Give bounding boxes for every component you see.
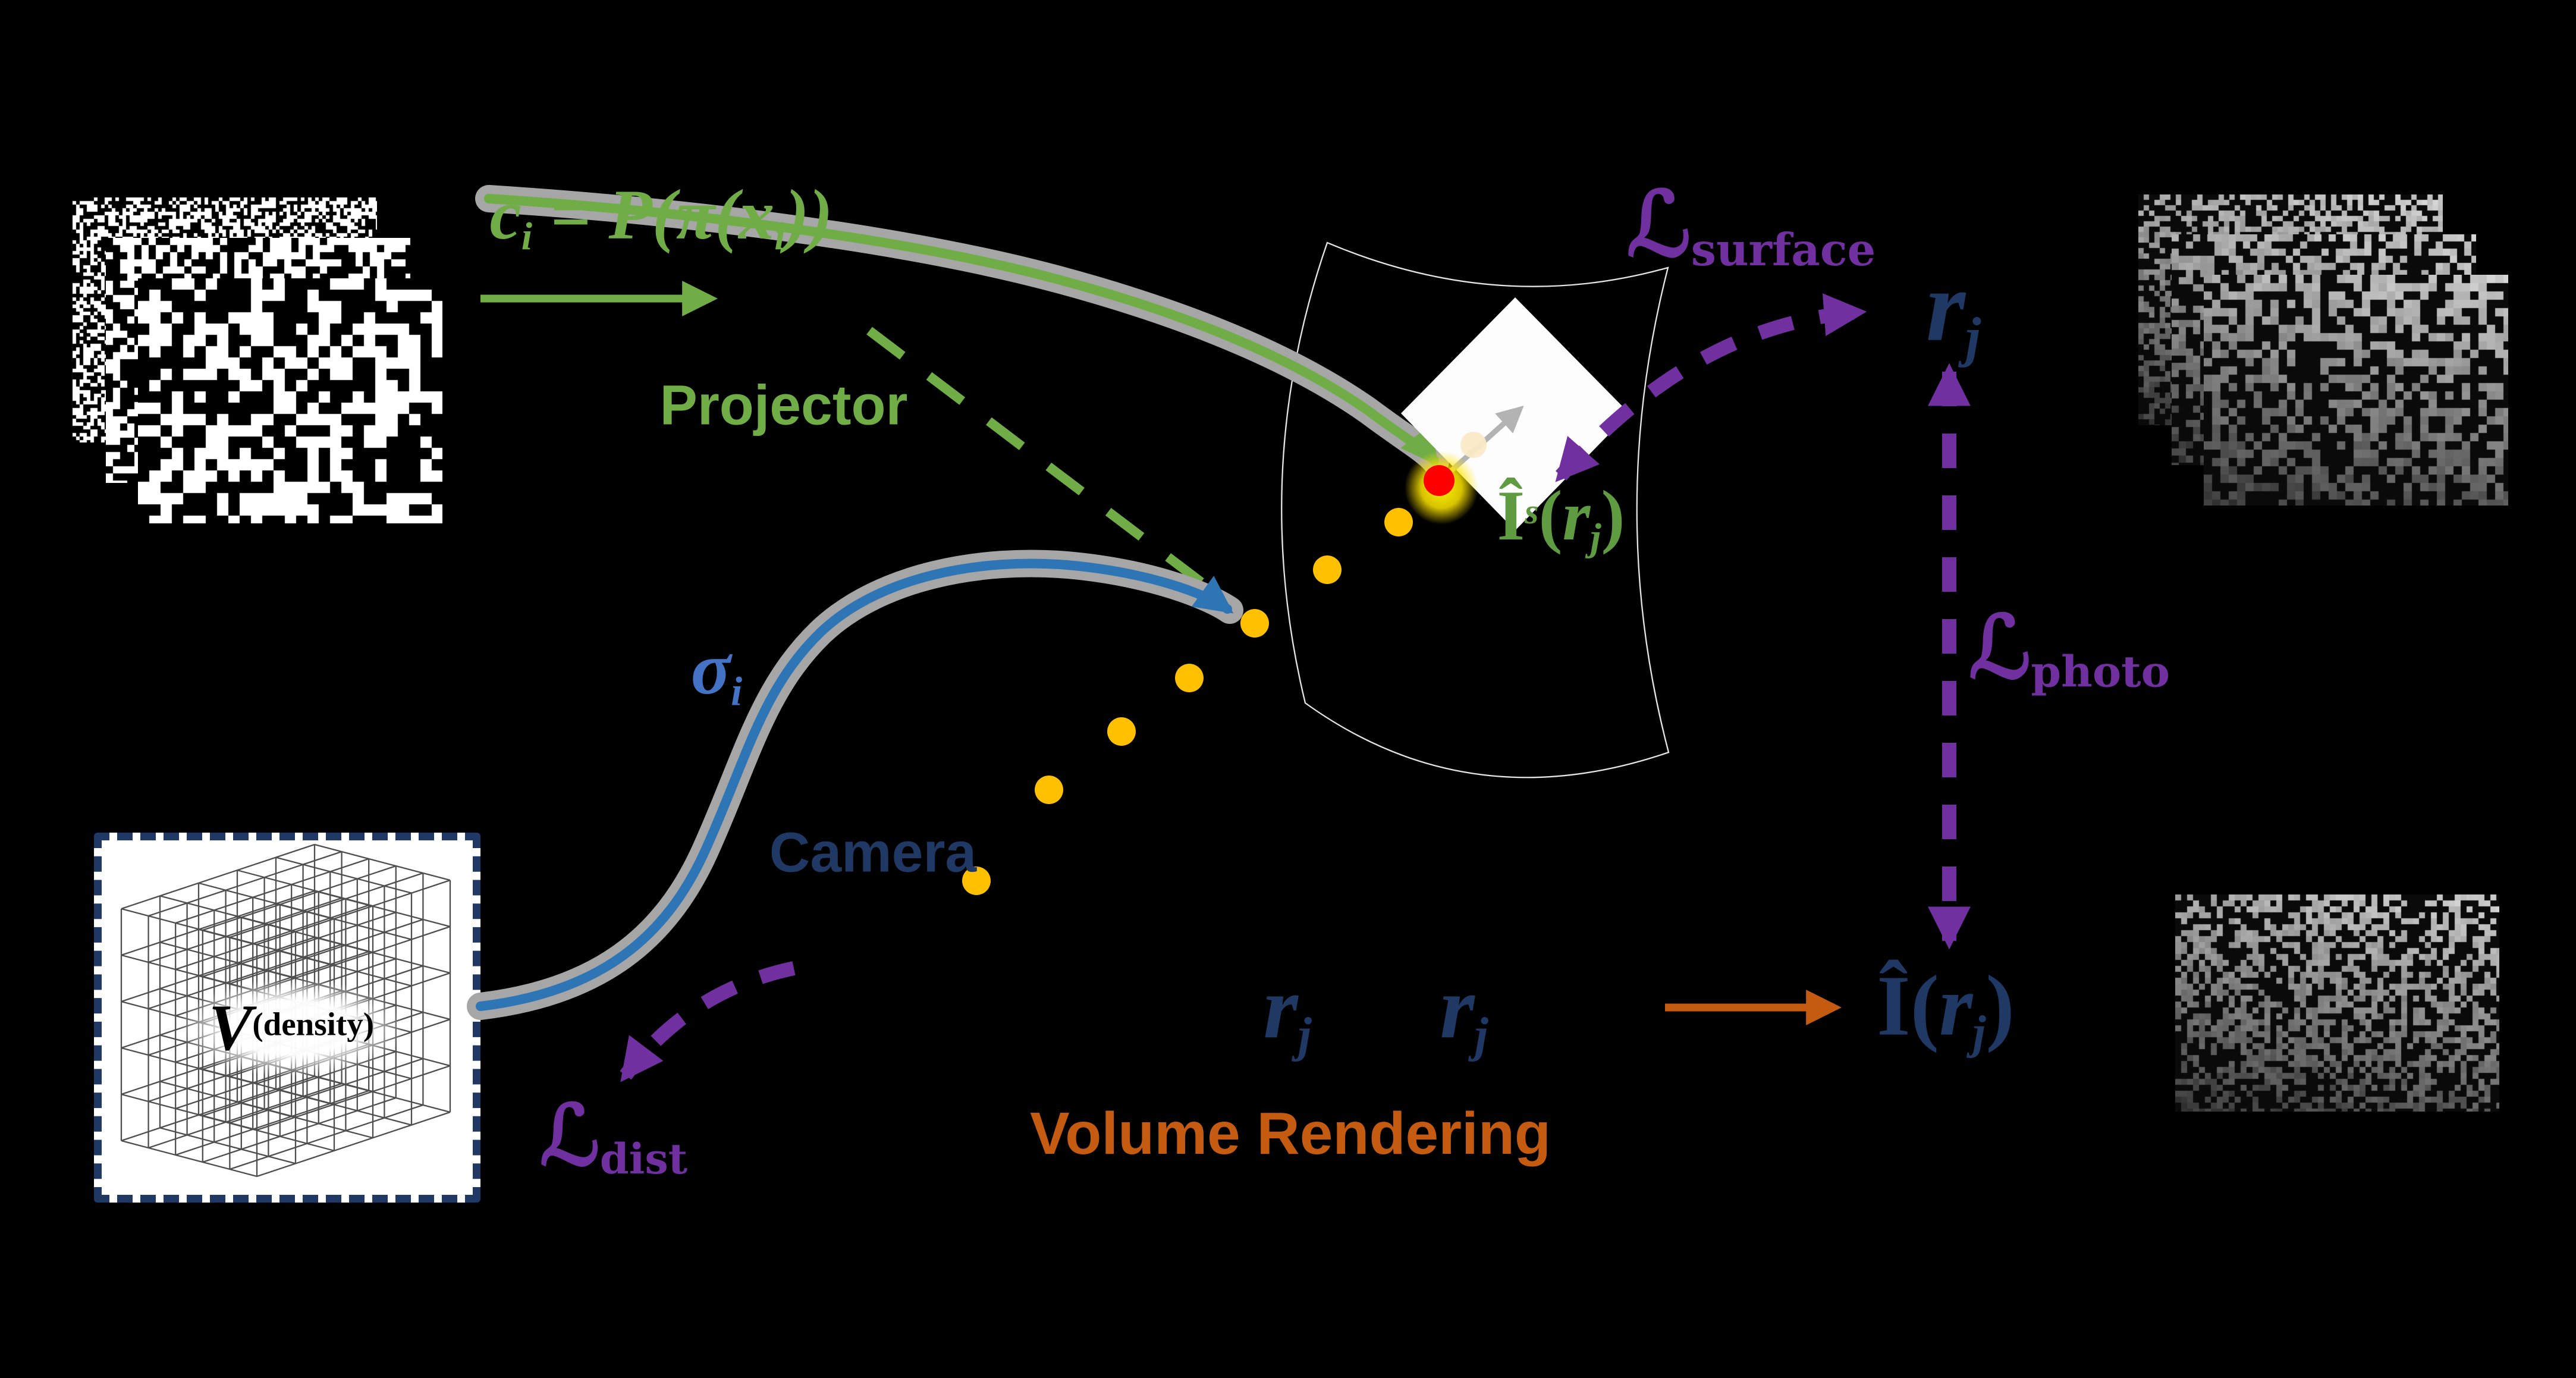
- density-volume-label: V(density): [177, 978, 406, 1077]
- ray-top-label: rj: [1925, 250, 1981, 368]
- camera-label: Camera: [769, 821, 977, 884]
- rendered-image: [2175, 894, 2499, 1112]
- loss-dist-arrow: [620, 961, 796, 1082]
- loss-photo-label: ℒphoto: [1968, 597, 2170, 698]
- projector-dashed-line: [866, 327, 1243, 616]
- projector-ray-core: [484, 194, 1439, 467]
- projector-label: Projector: [659, 373, 908, 437]
- volume-rendering-label: Volume Rendering: [1029, 1100, 1551, 1167]
- eq-arg: x: [739, 174, 775, 254]
- ray-sample-label-2: rj: [1440, 958, 1488, 1062]
- eq-lhs: c: [489, 174, 522, 254]
- sigma-label: σi: [690, 628, 743, 714]
- camera-ray-tube: [467, 550, 1243, 1020]
- loss-surface-symbol: ℒ: [1626, 172, 1691, 277]
- projection-equation: ci = P(π(xi)): [489, 174, 833, 259]
- rendered-pixel-label: Î(rj): [1877, 958, 2015, 1059]
- density-volume-card: [94, 833, 480, 1203]
- loss-dist-symbol: ℒ: [539, 1087, 600, 1185]
- hit-point: [1424, 465, 1455, 496]
- camera-ray-core: [476, 558, 1234, 1011]
- surface-pixel-label: Îs(rj): [1497, 475, 1625, 560]
- ray-sample-dots: [962, 508, 1413, 895]
- captured-image-3: [2204, 275, 2508, 506]
- projector-pattern-image-3: [138, 278, 442, 523]
- loss-dist-label: ℒdist: [539, 1087, 688, 1185]
- normal-sample-dot: [1460, 432, 1487, 458]
- loss-surface-label: ℒsurface: [1626, 172, 1876, 277]
- loss-photo-symbol: ℒ: [1968, 597, 2031, 698]
- ray-sample-label-1: rj: [1263, 958, 1312, 1062]
